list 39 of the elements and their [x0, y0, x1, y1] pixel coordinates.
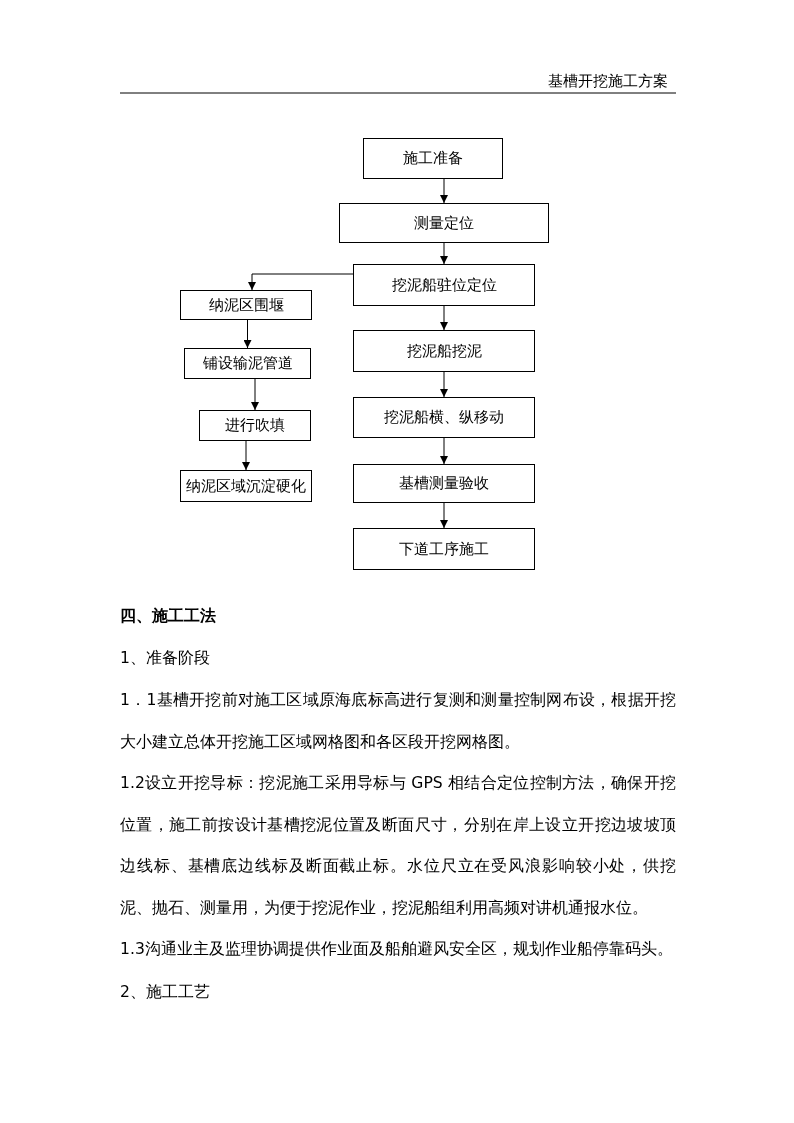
arrow	[440, 242, 448, 265]
process-box	[180, 470, 312, 502]
arrow	[243, 319, 252, 349]
arrow	[251, 378, 259, 411]
box-text: 挖泥船挖泥	[406, 341, 482, 361]
process-box	[363, 138, 503, 179]
subheading: 2、施工工艺	[120, 982, 211, 1003]
paragraph: 1．1基槽开挖前对施工区域原海底标高进行复测和测量控制网布设，根据开挖大小建立总体开挖施工区域网格图和各区段开挖网格图。	[120, 690, 676, 753]
box-text: 基槽测量验收	[399, 474, 489, 493]
arrow	[440, 305, 448, 331]
process-box	[353, 528, 535, 570]
box-text: 挖泥船横、纵移动	[384, 408, 504, 427]
arrow	[440, 437, 448, 465]
process-box	[184, 348, 311, 379]
process-box	[339, 203, 549, 243]
box-text: 施工准备	[403, 149, 463, 168]
arrow	[248, 273, 354, 291]
box-text: 测量定位	[414, 213, 474, 233]
process-box	[180, 290, 312, 320]
box-text: 挖泥船驻位定位	[391, 275, 497, 295]
process-box	[353, 330, 535, 372]
box-text: 纳泥区域沉淀硬化	[186, 476, 306, 496]
arrow	[440, 502, 448, 529]
arrow	[440, 371, 448, 398]
section-heading: 四、施工工法	[120, 606, 217, 627]
process-box	[353, 464, 535, 503]
box-text: 进行吹填	[225, 416, 285, 435]
paragraph: 1.3沟通业主及监理协调提供作业面及船舶避风安全区，规划作业船停靠码头。	[120, 939, 674, 960]
header-title: 基槽开挖施工方案	[548, 72, 669, 91]
process-box	[353, 397, 535, 438]
paragraph: 1.2设立开挖导标：挖泥施工采用导标与 GPS 相结合定位控制方法，确保开挖位置，施工前按设计基槽挖泥位置及断面尺寸，分别在岸上设立开挖边坡坡顶边线标、基槽底边线标及断面截止标。水位尺立在受风浪影响较小处，供挖泥、抛石、测量用，为便于挖泥作业，挖泥船组利用高频对讲机通报水位。	[120, 773, 676, 919]
box-text: 下道工序施工	[399, 539, 489, 559]
arrow	[242, 440, 250, 471]
box-text: 纳泥区围堰	[208, 295, 284, 315]
subheading: 1、准备阶段	[120, 648, 211, 669]
box-text: 铺设输泥管道	[202, 354, 293, 373]
arrow	[440, 178, 448, 204]
process-box	[353, 264, 535, 306]
process-box	[199, 410, 311, 441]
